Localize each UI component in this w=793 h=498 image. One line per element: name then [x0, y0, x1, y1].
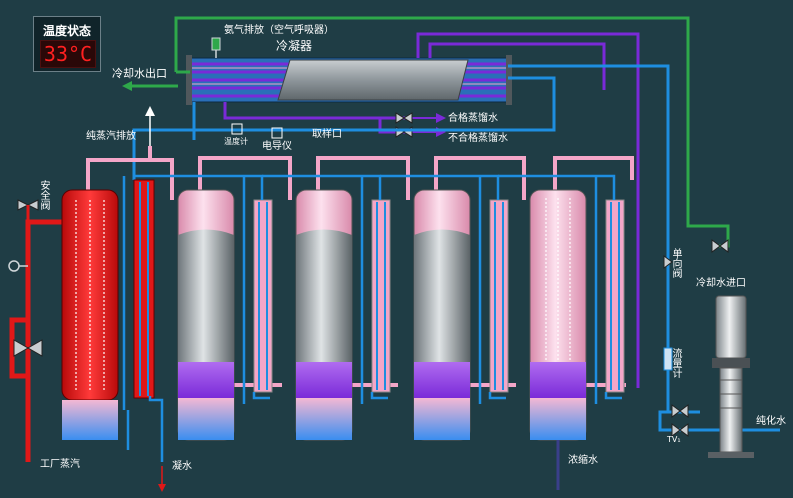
flow-meter-icon: [663, 347, 673, 371]
condensate-line: [126, 396, 164, 462]
outlet-valves[interactable]: [395, 112, 413, 138]
qualified-water-label: 合格蒸馏水: [448, 113, 498, 124]
unqualified-water-label: 不合格蒸馏水: [448, 133, 508, 144]
check-valve-label: 单向阀: [670, 248, 681, 278]
qualified-water-arrow: [436, 113, 446, 123]
flow-meter-label: 流量计: [670, 348, 681, 378]
condensate-label: 凝水: [172, 461, 192, 472]
ammonia-vent-label: 氨气排放（空气呼吸器）: [224, 25, 334, 36]
preheaters: [253, 199, 625, 393]
thermometer-box: [231, 123, 243, 135]
cooling-water-valve[interactable]: [711, 239, 729, 253]
tv1-label: TV₁: [667, 435, 681, 444]
effect-3-column: [295, 189, 353, 441]
effect-5-column: [529, 189, 587, 441]
condensate-arrow: [158, 484, 166, 492]
steam-control-valve[interactable]: [13, 339, 43, 357]
effect-4-column: [413, 189, 471, 441]
plant-steam-label: 工厂蒸汽: [40, 459, 80, 470]
safety-valve-label: 安全阀: [38, 180, 49, 210]
check-valve-icon: [663, 255, 673, 269]
thermometer-label: 温度计: [224, 137, 248, 146]
temperature-status-title: 温度状态: [42, 24, 91, 38]
sampling-port-label: 取样口: [312, 129, 342, 140]
plant-steam-line: [9, 219, 62, 462]
concentrate-label: 浓缩水: [568, 455, 598, 466]
steam-transfer-lines: [86, 146, 634, 387]
effect-2-column: [177, 189, 235, 441]
purified-water-label: 纯化水: [756, 416, 786, 427]
cooling-water-in-label: 冷却水进口: [696, 278, 746, 289]
cooling-water-out-label: 冷却水出口: [112, 67, 167, 80]
tv1-valve[interactable]: [671, 404, 689, 437]
conductivity-box: [271, 127, 283, 139]
temperature-status-panel: 温度状态 33°C: [33, 16, 101, 72]
effect-1-preheater: [133, 179, 155, 399]
feed-pump: [708, 295, 754, 458]
conductivity-meter-label: 电导仪: [262, 141, 292, 152]
safety-valve-icon[interactable]: [17, 199, 39, 211]
pure-steam-vent-arrow: [145, 106, 155, 116]
pressure-gauge-icon: [8, 260, 20, 272]
effect-1-column: [61, 189, 119, 440]
ammonia-vent-icon: [211, 37, 221, 51]
condenser: [186, 55, 512, 105]
condenser-label: 冷凝器: [276, 39, 313, 53]
temperature-readout: 33°C: [40, 40, 96, 68]
cooling-water-out-arrow: [122, 81, 132, 91]
pure-steam-vent-label: 纯蒸汽排放: [86, 131, 136, 142]
feed-distribution: [122, 174, 622, 410]
